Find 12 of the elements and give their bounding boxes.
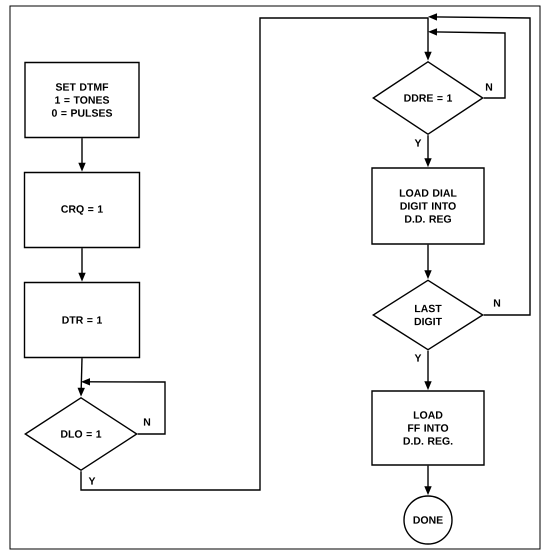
edge-label: Y — [414, 139, 422, 147]
edge-label: N — [144, 418, 150, 426]
arrow — [80, 17, 432, 491]
process-box: LOAD DIAL DIGIT INTO D.D. REG — [371, 167, 485, 245]
edge-label: Y — [88, 477, 96, 485]
process-box: SET DTMF 1 = TONES 0 = PULSES — [24, 62, 140, 138]
process-box: LOAD FF INTO D.D. REG. — [371, 390, 485, 466]
process-box: CRQ = 1 — [24, 172, 140, 248]
process-box: DTR = 1 — [24, 282, 140, 358]
edge-label: N — [486, 83, 492, 91]
edge-label: N — [494, 299, 500, 307]
edge-label: Y — [414, 354, 422, 362]
